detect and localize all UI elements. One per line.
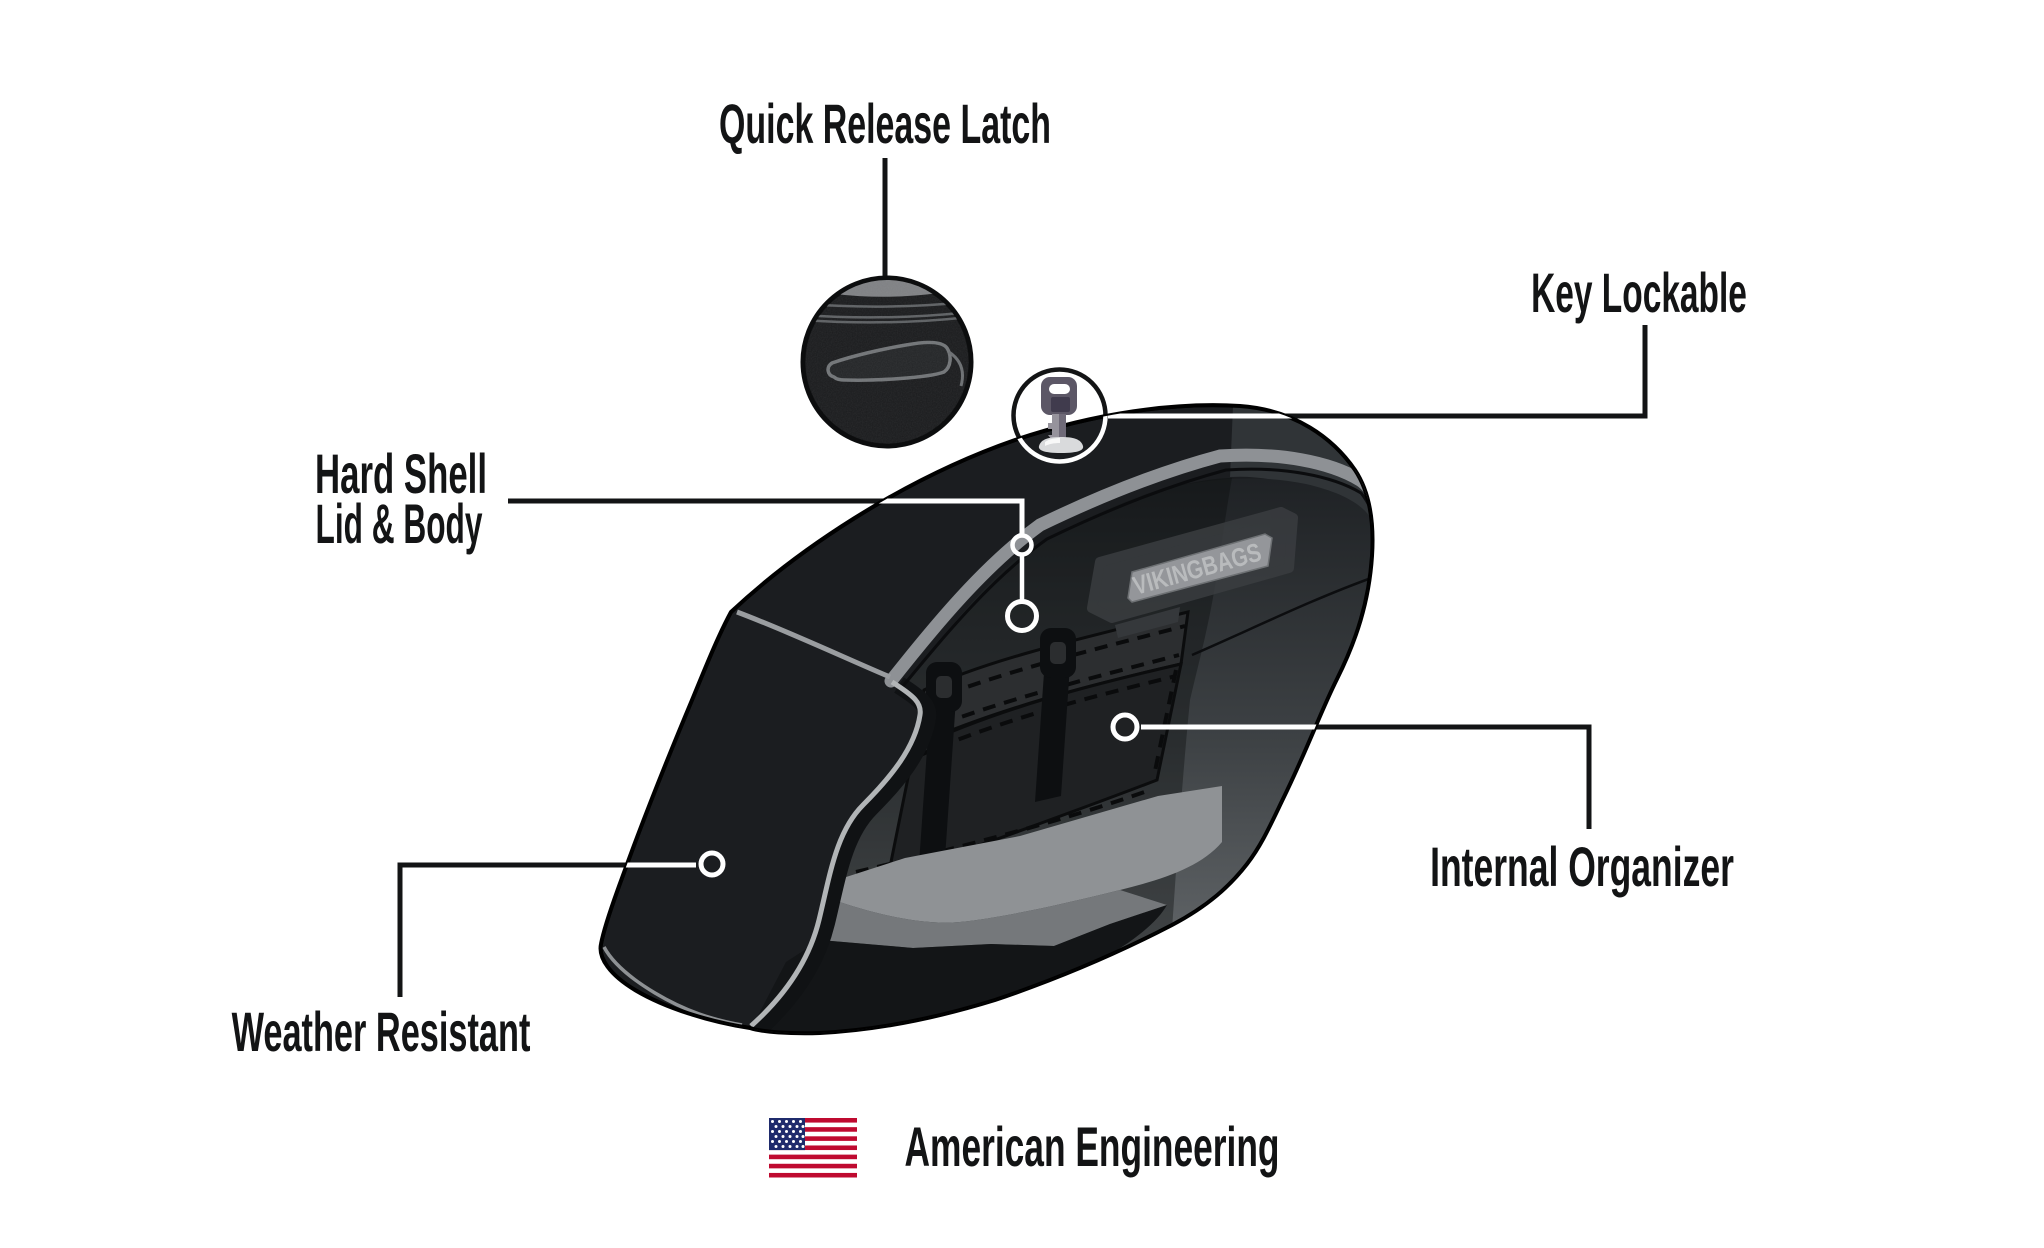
svg-text:Quick Release Latch: Quick Release Latch [719,92,1051,155]
svg-text:Lid & Body: Lid & Body [316,493,483,556]
svg-text:American Engineering: American Engineering [905,1116,1280,1178]
svg-text:Weather Resistant: Weather Resistant [232,1000,531,1063]
svg-text:Internal Organizer: Internal Organizer [1430,836,1734,898]
svg-text:Key Lockable: Key Lockable [1531,261,1747,324]
svg-text:Hard Shell: Hard Shell [315,443,487,505]
